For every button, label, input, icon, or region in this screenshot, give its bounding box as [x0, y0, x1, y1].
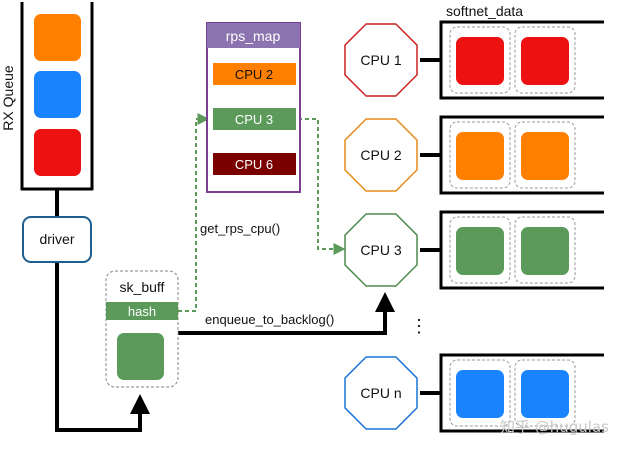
enqueue-to-backlog-label: enqueue_to_backlog(): [205, 312, 334, 327]
hash-label: hash: [128, 304, 156, 319]
rps-entry-cpu2-label: CPU 2: [235, 67, 273, 82]
rps-entry-cpu6: [213, 153, 296, 175]
rps-entry-cpu3-label: CPU 3: [235, 112, 273, 127]
rx-packet-3: [34, 129, 81, 176]
softnet-slot: [449, 26, 511, 94]
rps-entry-cpu6-label: CPU 6: [235, 157, 273, 172]
cpu-label: CPU n: [360, 385, 401, 401]
cpu-label: CPU 1: [360, 52, 401, 68]
rps-entry-cpu3: [213, 108, 296, 130]
enqueue-path: [178, 292, 395, 335]
softnet-slot: [514, 26, 576, 94]
softnet-queue-box: [439, 353, 604, 433]
driver-label: driver: [39, 231, 74, 247]
cpu-row-cpu1: CPU 1: [344, 20, 604, 100]
softnet-packet: [456, 132, 504, 180]
softnet-slot: [514, 359, 576, 427]
sk-buff-packet: [117, 333, 164, 380]
cpu-octagon: [344, 213, 418, 287]
rx-to-skbuff-path: [55, 190, 150, 432]
cpu-row-cpu2: CPU 2: [344, 115, 604, 195]
softnet-packet: [521, 37, 569, 85]
cpu-octagon: [344, 356, 418, 430]
rx-queue-label: RX Queue: [0, 65, 16, 131]
softnet-packet: [456, 37, 504, 85]
softnet-queue-box: [439, 210, 604, 290]
softnet-packet: [521, 370, 569, 418]
ellipsis: ⋮: [410, 316, 428, 336]
softnet-packet: [456, 370, 504, 418]
driver-box: driver: [22, 216, 92, 263]
softnet-packet: [521, 132, 569, 180]
softnet-data-title: softnet_data: [446, 3, 523, 19]
cpu-octagon: [344, 118, 418, 192]
softnet-slot: [449, 216, 511, 284]
softnet-packet: [521, 227, 569, 275]
softnet-slot: [449, 359, 511, 427]
cpu-rows: CPU 1 CPU 2 CPU 3 CPU n: [344, 20, 604, 433]
rx-packet-2: [34, 71, 81, 118]
rps-map: rps_map CPU 2 CPU 3 CPU 6: [206, 22, 301, 193]
hash-field: [106, 302, 178, 320]
softnet-queue-box: [439, 20, 604, 100]
rps-map-title: rps_map: [226, 28, 281, 44]
rx-packet-1: [34, 14, 81, 61]
sk-buff: sk_buff hash: [105, 270, 179, 388]
cpu-row-cpun: CPU n: [344, 353, 604, 433]
rps-entry-cpu2: [213, 63, 296, 85]
sk-buff-label: sk_buff: [120, 279, 165, 295]
cpu-label: CPU 3: [360, 242, 401, 258]
watermark: 知乎 @hugulas: [500, 418, 609, 436]
cpu-octagon: [344, 23, 418, 97]
cpu-row-cpu3: CPU 3: [344, 210, 604, 290]
softnet-slot: [514, 216, 576, 284]
cpu-label: CPU 2: [360, 147, 401, 163]
rps-to-cpu3-path: [298, 118, 346, 255]
hash-to-rps-path: [178, 113, 210, 312]
softnet-slot: [514, 121, 576, 189]
softnet-slot: [449, 121, 511, 189]
softnet-queue-box: [439, 115, 604, 195]
get-rps-cpu-label: get_rps_cpu(): [200, 221, 280, 236]
rx-queue: [20, 2, 94, 191]
softnet-packet: [456, 227, 504, 275]
